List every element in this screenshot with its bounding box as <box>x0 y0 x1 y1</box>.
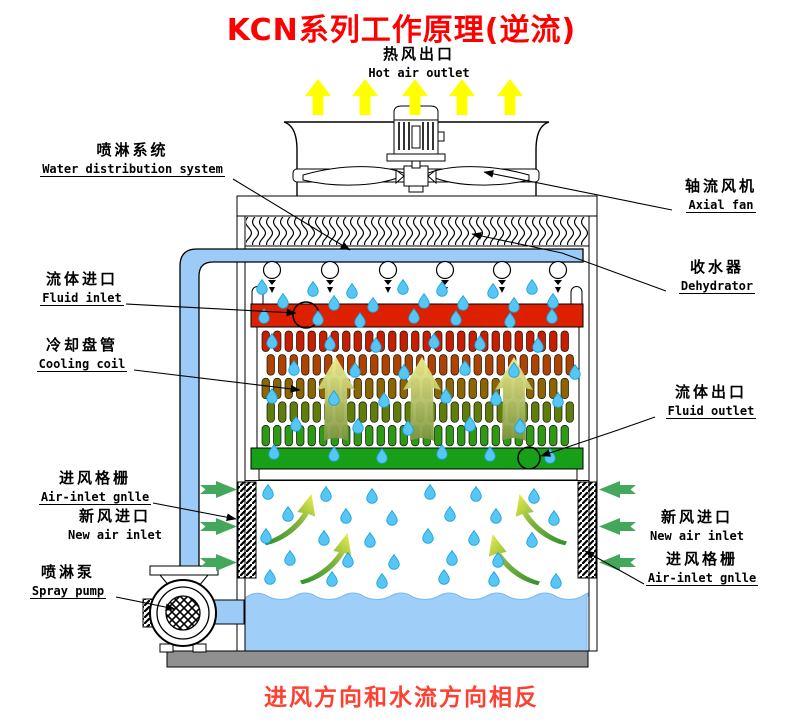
label-water-distribution-en: Water distribution system <box>40 161 225 177</box>
fan-motor <box>292 105 540 193</box>
label-cooling-coil-zh: 冷却盘管 <box>45 336 118 354</box>
label-fluid-outlet-zh: 流体出口 <box>674 383 747 401</box>
label-axial-fan: 轴流风机 Axial fan <box>666 178 776 213</box>
label-air-inlet-grille-right: 进风格栅 Air-inlet gnlle <box>636 551 768 586</box>
label-dehydrator-en: Dehydrator <box>678 278 756 294</box>
label-spray-pump-en: Spray pump <box>29 583 107 599</box>
label-hot-air-outlet: 热风出口 Hot air outlet <box>346 46 492 80</box>
spray-pipe <box>179 248 584 568</box>
label-axial-fan-en: Axial fan <box>686 197 756 213</box>
label-cooling-coil-en: Cooling coil <box>36 356 128 372</box>
label-new-air-inlet-right: 新风进口 New air inlet <box>632 509 762 543</box>
label-air-inlet-grille-left: 进风格栅 Air-inlet gnlle <box>30 470 160 505</box>
label-spray-pump-zh: 喷淋泵 <box>40 563 95 581</box>
label-air-inlet-grille-left-en: Air-inlet gnlle <box>38 489 152 505</box>
label-air-inlet-grille-right-en: Air-inlet gnlle <box>645 570 759 586</box>
air-flow-swooshes <box>264 494 567 586</box>
label-new-air-inlet-right-zh: 新风进口 <box>660 508 733 526</box>
label-fluid-inlet-en: Fluid inlet <box>40 290 124 306</box>
label-new-air-inlet-right-en: New air inlet <box>650 528 744 543</box>
cold-fluid-header <box>250 447 584 470</box>
label-air-inlet-grille-left-zh: 进风格栅 <box>58 469 131 487</box>
hot-air-outlet-arrows <box>305 79 523 115</box>
page-title: KCN系列工作原理(逆流) <box>226 13 577 48</box>
spray-nozzles <box>262 260 568 293</box>
label-fluid-outlet: 流体出口 Fluid outlet <box>651 384 771 419</box>
tower-casing <box>236 195 598 652</box>
label-new-air-inlet-left-zh: 新风进口 <box>78 507 151 525</box>
label-water-distribution: 喷淋系统 Water distribution system <box>30 142 235 177</box>
foundation-base <box>166 650 589 668</box>
dehydrator-layer <box>244 215 590 247</box>
spray-pump-assembly <box>142 565 245 653</box>
label-water-distribution-zh: 喷淋系统 <box>96 141 169 159</box>
label-new-air-inlet-left: 新风进口 New air inlet <box>50 508 180 542</box>
cooling-coil-block <box>256 326 580 449</box>
label-spray-pump: 喷淋泵 Spray pump <box>16 564 120 599</box>
label-cooling-coil: 冷却盘管 Cooling coil <box>26 337 138 372</box>
label-air-inlet-grille-right-zh: 进风格栅 <box>665 550 738 568</box>
label-dehydrator-zh: 收水器 <box>689 258 744 276</box>
label-hot-air-outlet-zh: 热风出口 <box>382 45 455 63</box>
callout-leader-lines <box>115 170 673 611</box>
footer-caption: 进风方向和水流方向相反 <box>264 685 539 711</box>
label-fluid-outlet-en: Fluid outlet <box>665 403 757 419</box>
water-basin <box>244 592 590 652</box>
label-fluid-inlet: 流体进口 Fluid inlet <box>28 271 136 306</box>
label-axial-fan-zh: 轴流风机 <box>684 177 757 195</box>
label-fluid-inlet-zh: 流体进口 <box>45 270 118 288</box>
label-dehydrator: 收水器 Dehydrator <box>660 259 774 294</box>
label-hot-air-outlet-en: Hot air outlet <box>368 65 470 80</box>
label-new-air-inlet-left-en: New air inlet <box>68 527 162 542</box>
